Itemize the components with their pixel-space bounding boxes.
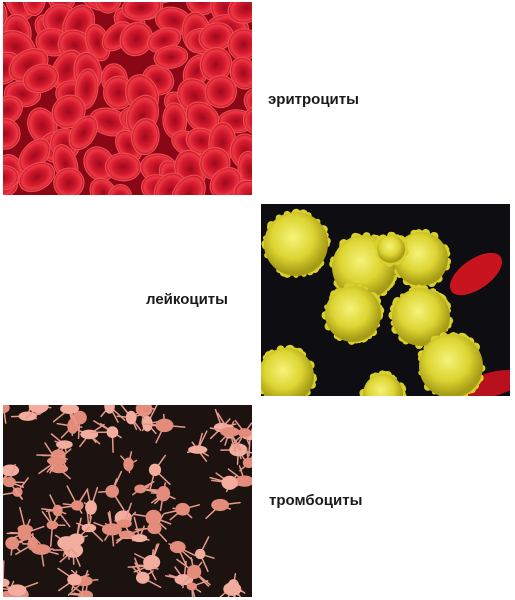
erythrocyte-shape (171, 174, 206, 195)
platelet-shape (83, 487, 99, 519)
platelets-image (3, 405, 252, 597)
platelet-shape (120, 451, 138, 474)
erythrocyte-shape (22, 2, 47, 17)
leukocyte-shape (390, 228, 452, 289)
erythrocyte-shape (3, 164, 20, 191)
leukocyte-shape (359, 370, 407, 396)
leukocytes-image (261, 204, 510, 396)
platelet-shape (100, 405, 126, 423)
platelets-label: тромбоциты (269, 492, 363, 509)
platelet-shape (141, 413, 186, 444)
erythrocyte-shape (243, 87, 252, 118)
platelet-shape (205, 498, 241, 520)
leukocyte-shape (261, 208, 331, 278)
platelet-shape (57, 567, 90, 592)
platelet-shape (134, 513, 168, 542)
erythrocyte-shape (3, 95, 23, 125)
erythrocytes-image (3, 2, 252, 195)
erythrocyte-shape (68, 115, 98, 151)
platelet-shape (98, 470, 125, 511)
platelet-shape (3, 405, 10, 424)
erythrocyte-shape (131, 118, 160, 156)
platelet-shape (186, 579, 209, 597)
leukocyte-shape (261, 344, 317, 396)
platelet-shape (3, 464, 20, 483)
erythrocyte-shape (3, 118, 21, 150)
platelet-shape (176, 557, 211, 587)
platelet-shape (3, 463, 26, 500)
platelet-shape (148, 454, 171, 491)
platelet-shape (133, 509, 172, 530)
erythrocyte-shape (94, 2, 123, 14)
erythrocyte-shape (227, 2, 252, 24)
erythrocyte-shape (89, 177, 117, 195)
erythrocyte-shape (204, 75, 238, 109)
platelet-shape (38, 442, 72, 475)
platelet-shape (163, 502, 201, 521)
erythrocyte-shape (119, 21, 154, 57)
platelet-shape (186, 430, 209, 462)
erythrocyte-shape (153, 172, 187, 195)
erythrocyte-shape (78, 2, 121, 11)
leukocytes-label: лейкоциты (146, 291, 228, 308)
platelet-shape (131, 557, 162, 588)
platelet-shape (54, 534, 78, 560)
erythrocyte-shape (227, 28, 252, 61)
erythrocyte-shape (233, 179, 252, 195)
erythrocyte-shape (242, 105, 252, 136)
platelet-shape (3, 582, 39, 597)
platelet-shape (141, 482, 176, 504)
erythrocyte-shape (53, 167, 85, 195)
platelet-shape (90, 420, 122, 453)
platelet-shape (116, 405, 151, 431)
platelet-shape (57, 485, 89, 514)
platelet-shape (239, 448, 252, 472)
leukocyte-shape (388, 284, 454, 350)
erythrocytes-label: эритроциты (268, 91, 359, 108)
platelet-shape (93, 510, 122, 547)
platelet-shape (68, 582, 94, 597)
erythrocyte-shape (153, 45, 189, 69)
leukocyte-shape (417, 332, 486, 396)
platelet-shape (209, 472, 238, 493)
erythrocyte-shape (22, 63, 59, 94)
platelet-shape (25, 405, 52, 420)
erythrocyte-shape (18, 161, 56, 193)
erythrocyte-shape (121, 2, 162, 21)
platelet-shape (168, 541, 196, 567)
erythrocyte-shape (106, 183, 133, 195)
platelet-shape (223, 580, 244, 597)
platelet-shape (194, 536, 215, 573)
platelet-shape (219, 426, 243, 453)
erythrocyte-shape (229, 56, 252, 90)
platelet-shape (121, 516, 150, 543)
platelet-shape (131, 405, 156, 424)
leukocyte-shape (374, 231, 409, 267)
leukocyte-shape (321, 282, 385, 345)
platelet-shape (6, 518, 45, 549)
platelet-shape (52, 405, 80, 429)
